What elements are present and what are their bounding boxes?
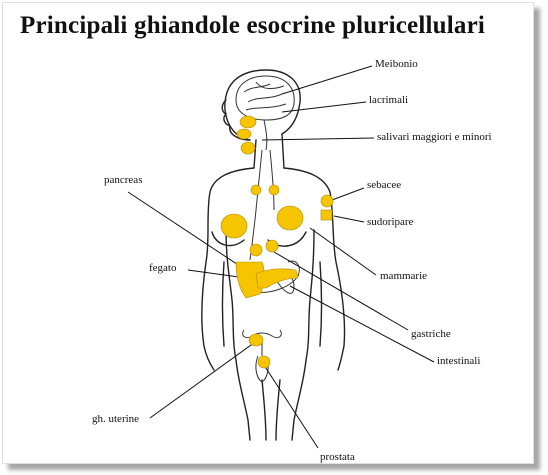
leader-intestinali	[289, 285, 435, 363]
label-salivari: salivari maggiori e minori	[377, 131, 492, 143]
gland-mammaria-left	[220, 213, 248, 239]
gland-pancreas-body	[255, 268, 299, 289]
leader-sebacee	[331, 187, 365, 201]
label-sebacee: sebacee	[367, 179, 402, 191]
label-fegato: fegato	[149, 262, 177, 274]
leader-salivari	[261, 137, 375, 141]
label-lacrimali: lacrimali	[369, 94, 409, 106]
gland-gastriche	[265, 239, 279, 253]
label-uterine: gh. uterine	[92, 413, 140, 425]
gland-lacrimali	[236, 128, 252, 140]
gland-salivary-neck-2	[268, 184, 280, 196]
label-prostata: prostata	[320, 451, 355, 463]
gland-mammaria-right	[276, 205, 304, 231]
gland-pancreas-top	[249, 243, 263, 257]
diagram-title: Principali ghiandole esocrine pluricellu…	[20, 12, 486, 39]
gland-prostata	[257, 355, 271, 369]
label-pancreas: pancreas	[104, 174, 143, 186]
gland-sudoripare	[320, 209, 333, 221]
label-mammarie: mammarie	[380, 270, 428, 282]
label-sudoripare: sudoripare	[367, 216, 414, 228]
glands	[220, 115, 334, 369]
leader-lacrimali	[281, 101, 367, 113]
leader-sudoripare	[333, 215, 365, 223]
label-intestinali: intestinali	[437, 355, 481, 367]
leader-lines	[127, 65, 435, 449]
gland-salivary-neck-1	[250, 184, 262, 196]
gland-meibonio	[239, 115, 257, 129]
label-gastriche: gastriche	[411, 328, 451, 340]
leader-prostata	[261, 361, 319, 449]
leader-meibonio	[281, 65, 373, 95]
leader-uterine	[149, 339, 259, 419]
leader-gastriche	[273, 251, 409, 331]
figure-frame	[2, 2, 534, 464]
body-outline	[201, 69, 346, 441]
gland-uterine	[248, 333, 264, 347]
leader-fegato	[187, 269, 247, 279]
gland-sebacee	[320, 194, 334, 208]
label-meibonio: Meibonio	[375, 58, 418, 70]
leader-mammarie	[309, 227, 377, 276]
gland-fegato	[235, 261, 265, 299]
gland-salivari	[240, 141, 256, 155]
